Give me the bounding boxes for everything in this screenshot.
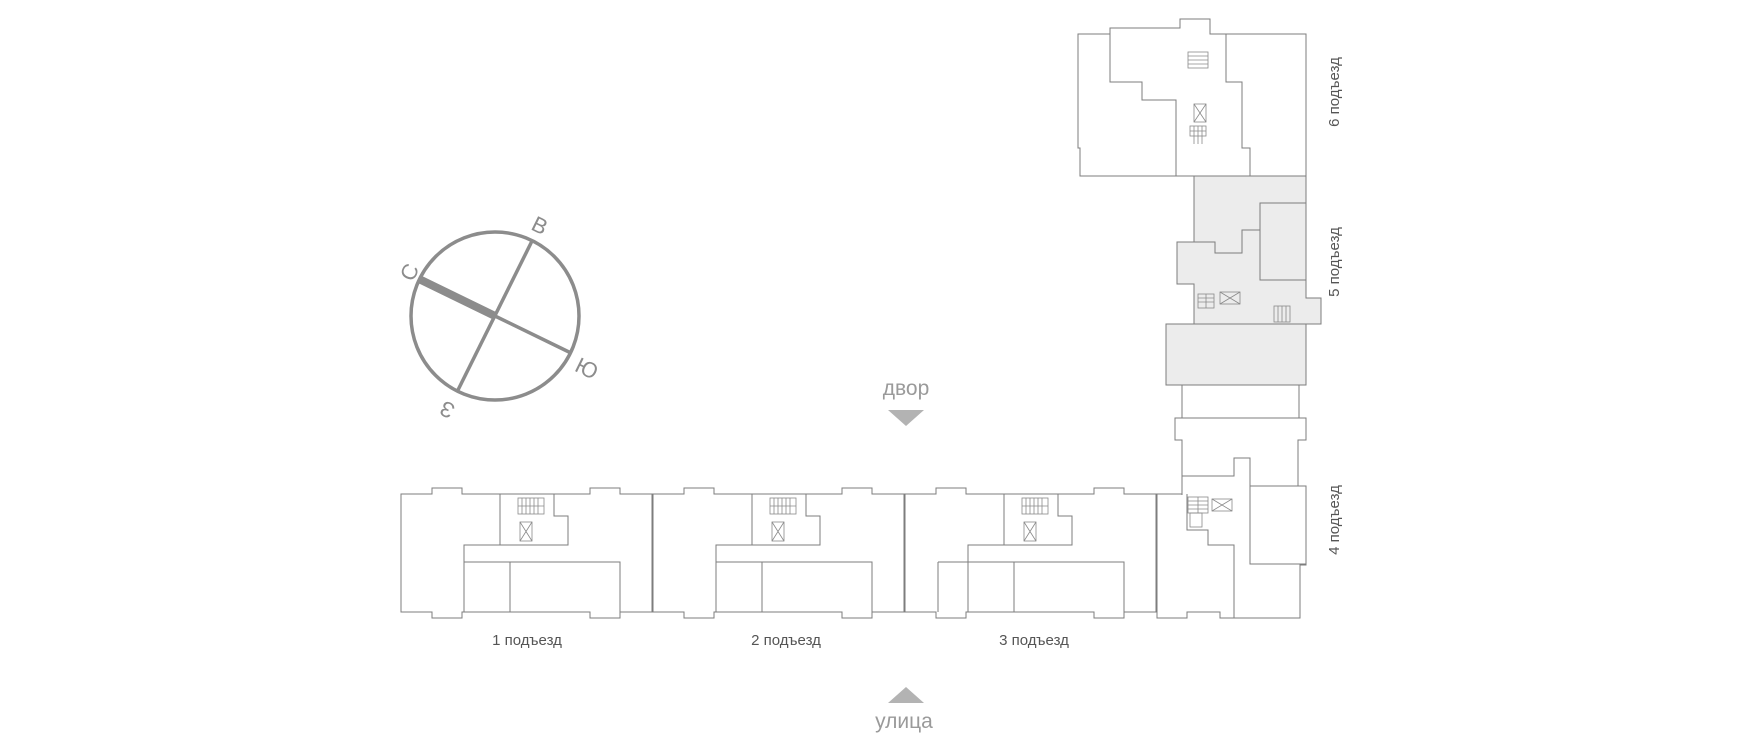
entrance-5-upper-section[interactable] — [1176, 175, 1322, 325]
street-marker: улица — [875, 687, 933, 733]
compass: С В Ю З — [395, 211, 603, 424]
entrance-3-label: 3 подъезд — [999, 632, 1069, 649]
entrance-4-block[interactable]: 4 подъезд — [1156, 417, 1343, 619]
yard-marker: двор — [883, 377, 930, 426]
entrance-2-label: 2 подъезд — [751, 632, 821, 649]
entrance-6-label: 6 подъезд — [1326, 57, 1343, 127]
street-arrow-icon — [888, 687, 924, 703]
entrance-5-lower-section[interactable] — [1165, 323, 1307, 386]
compass-east-label: В — [528, 211, 552, 240]
yard-arrow-icon — [888, 410, 924, 426]
entrance-5-block[interactable]: 5 подъезд — [1165, 175, 1343, 386]
entrance-5-label: 5 подъезд — [1326, 227, 1343, 297]
street-label: улица — [875, 710, 933, 733]
entrance-4-label: 4 подъезд — [1326, 485, 1343, 555]
compass-west-label: З — [436, 395, 459, 423]
entrance-2-block[interactable]: 2 подъезд — [652, 487, 905, 649]
entrance-1-block[interactable]: 1 подъезд — [400, 487, 653, 649]
compass-north-arrow — [417, 275, 497, 320]
entrance-3-block[interactable]: 3 подъезд — [904, 487, 1157, 649]
compass-ring — [409, 230, 581, 402]
entrance-1-label: 1 подъезд — [492, 632, 562, 649]
yard-label: двор — [883, 377, 930, 400]
connector-block — [1181, 384, 1300, 419]
compass-south-axis — [494, 314, 572, 355]
compass-south-label: Ю — [571, 352, 602, 384]
entrance-6-block[interactable]: 6 подъезд — [1077, 18, 1343, 177]
